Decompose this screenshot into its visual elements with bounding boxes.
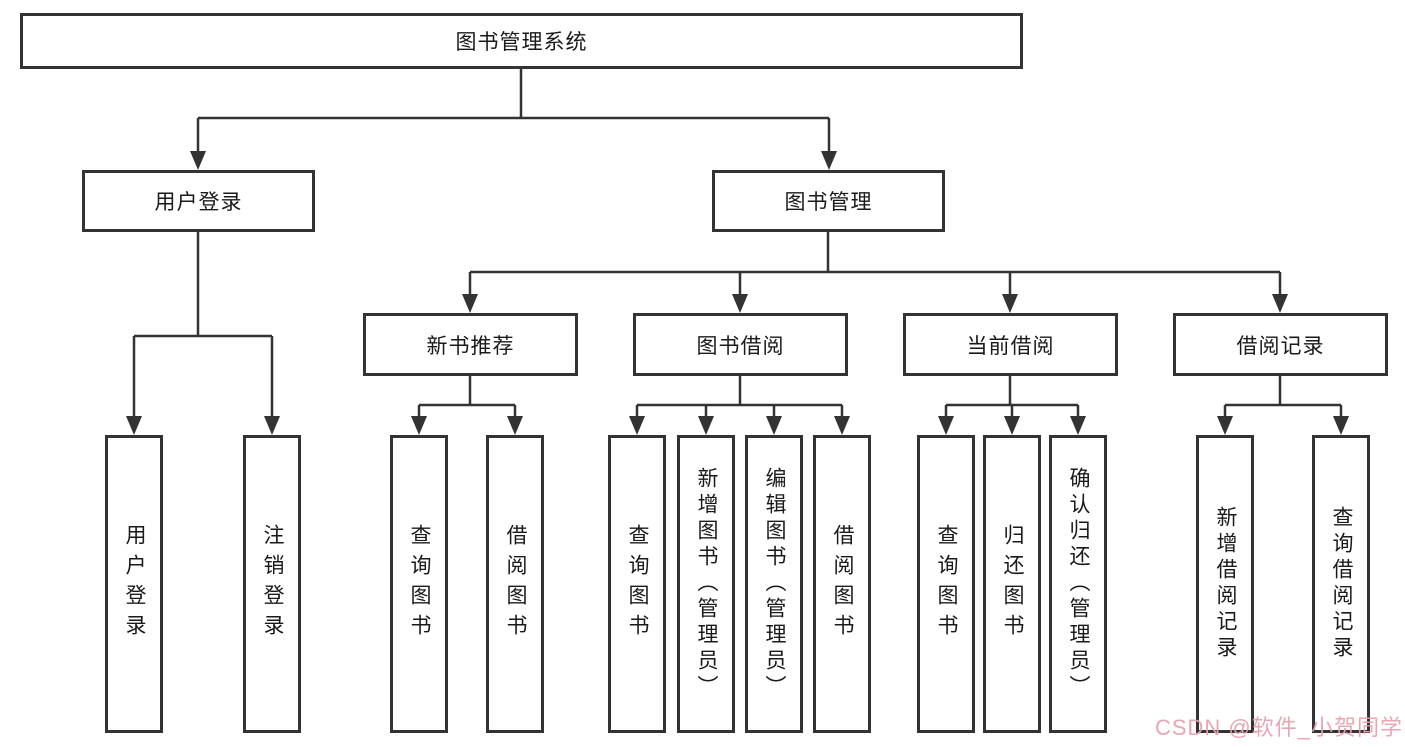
- node-user-login: 用户登录: [82, 170, 315, 232]
- node-leaf-confirm-return-admin: 确认归还（管理员）: [1049, 435, 1107, 733]
- node-borrow-records-label: 借阅记录: [1236, 334, 1325, 358]
- node-book-management-label: 图书管理: [784, 191, 873, 214]
- node-leaf-query-borrow-record: 查询借阅记录: [1312, 435, 1370, 733]
- node-leaf-query-books-current: 查询图书: [917, 435, 975, 733]
- node-leaf-borrow-books: 借阅图书: [813, 435, 871, 733]
- node-leaf-add-borrow-record: 新增借阅记录: [1196, 435, 1254, 733]
- node-leaf-query-books-recommend: 查询图书: [390, 435, 448, 733]
- node-book-borrow-label: 图书借阅: [696, 334, 785, 358]
- node-current-borrow-label: 当前借阅: [966, 334, 1055, 358]
- node-current-borrow: 当前借阅: [903, 313, 1118, 376]
- node-leaf-borrow-books-recommend: 借阅图书: [486, 435, 544, 733]
- node-new-book-recommend: 新书推荐: [363, 313, 578, 376]
- node-root-system: 图书管理系统: [20, 13, 1023, 69]
- node-new-book-recommend-label: 新书推荐: [426, 334, 515, 358]
- node-book-borrow: 图书借阅: [633, 313, 848, 376]
- node-leaf-query-books-borrow: 查询图书: [608, 435, 666, 733]
- node-book-management: 图书管理: [712, 170, 945, 232]
- csdn-watermark: CSDN @软件_小贺同学: [1154, 715, 1403, 740]
- node-root-label: 图书管理系统: [455, 31, 588, 54]
- node-leaf-logout: 注销登录: [243, 435, 301, 733]
- node-borrow-records: 借阅记录: [1173, 313, 1388, 376]
- node-leaf-return-books: 归还图书: [983, 435, 1041, 733]
- node-leaf-add-book-admin: 新增图书（管理员）: [677, 435, 735, 733]
- node-user-login-label: 用户登录: [154, 191, 243, 214]
- node-leaf-edit-book-admin: 编辑图书（管理员）: [745, 435, 803, 733]
- node-leaf-user-login: 用户登录: [105, 435, 163, 733]
